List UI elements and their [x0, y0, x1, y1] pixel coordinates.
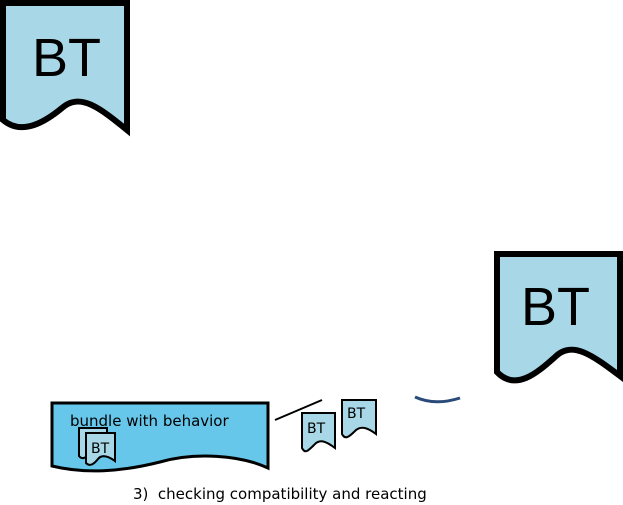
- document-label: BT: [521, 277, 590, 337]
- bt-document-small-left: BT: [301, 412, 336, 453]
- bt-document-stack: BT: [78, 427, 116, 466]
- document-label: BT: [32, 28, 101, 88]
- bundle-label: bundle with behavior: [70, 412, 229, 430]
- document-label: BT: [307, 421, 326, 437]
- document-label: BT: [91, 441, 110, 457]
- curved-connector-fragment: [414, 395, 461, 404]
- step-caption: 3) checking compatibility and reacting: [133, 485, 427, 503]
- document-icon: [85, 432, 116, 466]
- bundle-with-behavior: bundle with behavior BT: [50, 401, 270, 473]
- document-icon: [301, 412, 336, 453]
- bt-document-small-right: BT: [341, 399, 377, 439]
- document-icon: [494, 251, 623, 384]
- bt-document-large-top-left: BT: [0, 0, 130, 137]
- bt-document-large-right: BT: [494, 251, 623, 384]
- document-icon: [341, 399, 377, 439]
- document-label: BT: [347, 406, 366, 422]
- connector-line: [274, 399, 323, 421]
- document-icon: [0, 0, 130, 137]
